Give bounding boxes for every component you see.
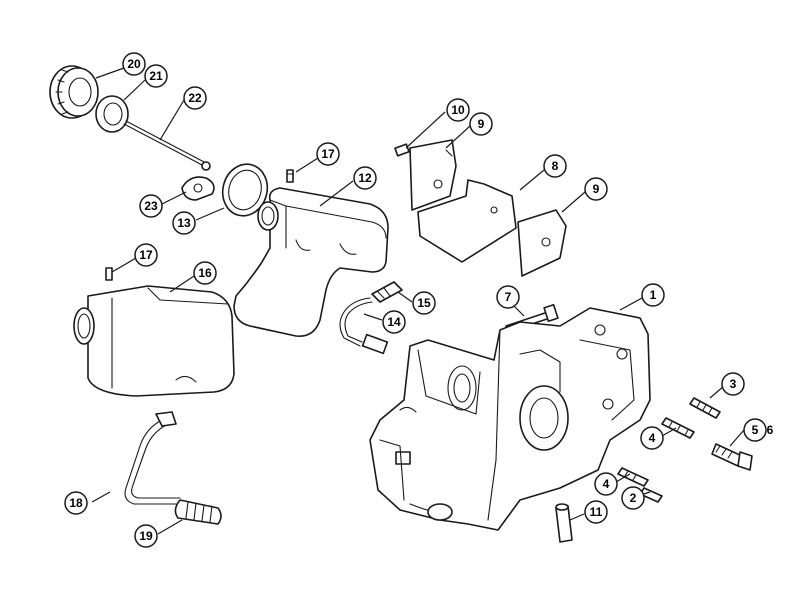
svg-text:4: 4 [649,431,656,445]
callout-1: 1 [641,283,665,307]
callout-18: 18 [64,491,88,515]
svg-text:20: 20 [127,57,141,71]
callout-14: 14 [382,310,406,334]
part-screw-17 [105,267,113,281]
part-filler-cap [49,65,99,119]
callout-9-lower: 9 [584,177,608,201]
callout-19: 19 [134,524,158,548]
svg-text:4: 4 [603,477,610,491]
part-stud-4a [661,417,695,439]
svg-text:18: 18 [69,496,83,510]
part-adjuster [711,443,753,471]
callout-21: 21 [144,64,168,88]
callout-8: 8 [543,154,567,178]
callout-23: 23 [139,194,163,218]
svg-text:7: 7 [505,290,512,304]
svg-text:19: 19 [139,529,153,543]
svg-text:1: 1 [650,288,657,302]
part-housing-block [73,285,235,397]
svg-text:17: 17 [139,248,153,262]
part-screw-top [286,169,294,183]
part-screw-10 [394,143,410,157]
callout-4-upper: 4 [640,426,664,450]
svg-text:8: 8 [552,159,559,173]
callout-13: 13 [172,211,196,235]
svg-text:9: 9 [593,182,600,196]
part-seal-ring [95,95,129,133]
svg-text:21: 21 [149,69,163,83]
part-rod [123,120,211,171]
callout-17-left: 17 [134,243,158,267]
svg-text:13: 13 [177,216,191,230]
callout-10: 10 [446,98,470,122]
part-fitting [371,281,403,303]
callout-9-upper: 9 [469,112,493,136]
callout-20: 20 [122,52,146,76]
svg-text:23: 23 [144,199,158,213]
svg-text:17: 17 [321,147,335,161]
callout-7: 7 [496,285,520,309]
part-plate-upper [409,139,457,211]
callout-5: 5 [743,418,767,442]
callout-16: 16 [193,261,217,285]
part-tank-housing [233,187,389,337]
part-ignition-lead [339,297,389,355]
callout-22: 22 [183,86,207,110]
svg-text:11: 11 [590,505,603,519]
svg-text:10: 10 [451,103,465,117]
part-stud-3 [689,397,721,419]
part-stud-4b [617,467,649,487]
svg-text:14: 14 [387,315,401,329]
svg-text:9: 9 [478,117,485,131]
label-6: 6 [767,423,774,437]
part-crankcase [369,307,651,531]
part-bracket [417,179,517,263]
callout-2: 2 [621,486,645,510]
callout-3: 3 [721,372,745,396]
svg-text:15: 15 [417,296,431,310]
svg-text:5: 5 [752,423,759,437]
svg-text:3: 3 [730,377,737,391]
callout-12: 12 [353,166,377,190]
part-plate-lower [517,209,567,277]
part-sleeve [555,503,573,543]
callout-15: 15 [412,291,436,315]
part-fuel-filter [174,499,222,525]
callout-4-lower: 4 [594,472,618,496]
callout-11: 11 [584,500,608,524]
part-large-ring [221,163,269,217]
svg-text:16: 16 [198,266,212,280]
svg-text:22: 22 [188,91,202,105]
part-clip [181,176,215,201]
svg-text:12: 12 [358,171,372,185]
part-fuel-hose [124,411,181,505]
svg-text:2: 2 [630,491,637,505]
callout-17-top: 17 [316,142,340,166]
